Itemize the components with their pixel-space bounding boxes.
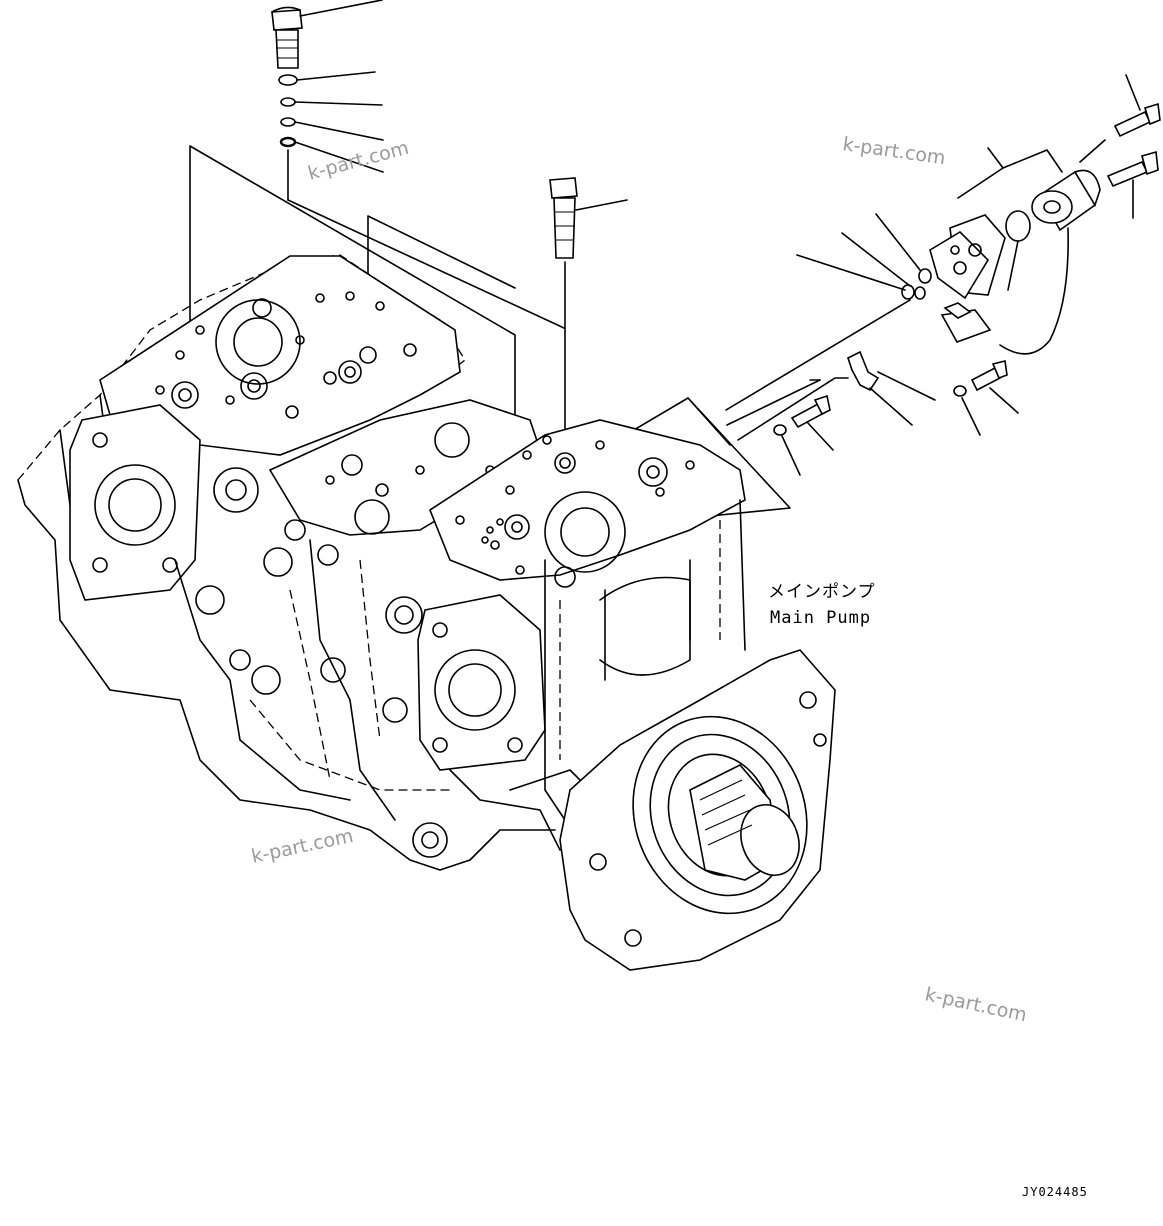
mounting-bracket[interactable] <box>847 350 913 426</box>
main-pump-label-en: Main Pump <box>770 608 871 628</box>
solenoid-valve-block[interactable] <box>929 214 1006 300</box>
main-pump-label-jp: メインポンプ <box>768 582 876 602</box>
bolt-with-washer-left[interactable] <box>773 394 834 476</box>
o-ring-set-top[interactable] <box>278 71 384 173</box>
watermark: k-part.com <box>841 133 947 169</box>
main-pump-body <box>17 254 836 971</box>
electrical-connector[interactable] <box>940 302 992 343</box>
top-plug-valve[interactable] <box>271 0 383 69</box>
watermark: k-part.com <box>306 137 412 185</box>
drawing-code: JY024485 <box>1022 1185 1088 1199</box>
watermark: k-part.com <box>249 825 355 868</box>
o-ring-large[interactable] <box>1005 210 1031 291</box>
o-rings-small-right[interactable] <box>796 213 932 300</box>
watermark: k-part.com <box>923 983 1029 1026</box>
bolt-with-washer-right[interactable] <box>953 360 1019 436</box>
mounting-bolts-right[interactable] <box>957 74 1161 219</box>
cartridge-valve[interactable] <box>549 177 628 461</box>
solenoid-coil[interactable] <box>999 169 1101 355</box>
